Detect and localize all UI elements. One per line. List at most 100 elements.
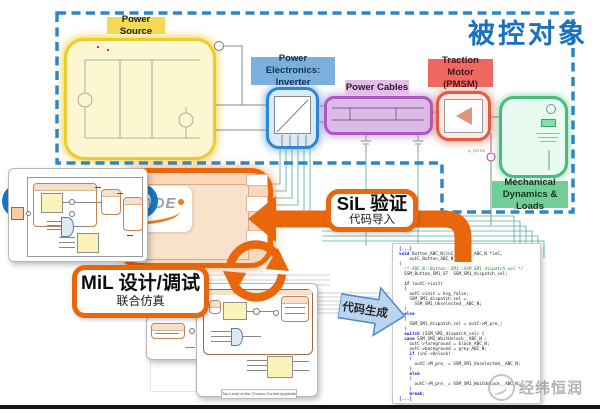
code-line: outC->background = grey_ABC_N; [399,347,487,352]
current-meter-icon [214,41,224,51]
signal-wire [247,311,253,312]
right-block-arrow-icon [336,286,406,337]
code-line: case SSM_SM1_WaitUnlock__ABC_N : [404,337,487,342]
green-box-text-line [540,141,556,142]
signal-wire [47,229,61,230]
signal-wire [247,360,267,361]
signal-wire [59,237,75,238]
stateflow-state [123,197,143,231]
annotation-mark [127,235,133,236]
inverter-label: Power Electronics:Inverter [251,53,335,88]
signal-wire [293,361,309,362]
code-line: else [404,312,415,317]
subsystem-block [267,356,293,378]
codegen-arrow: 代码生成 [335,277,411,345]
code-line: SSM_SM1_Unselected__ABC_N; [399,302,482,307]
power-source-label: Power Source [107,14,165,37]
mil-title: MiL 设计/调试 [81,273,200,295]
or-gate-icon [231,328,243,346]
code-line: { [399,357,412,362]
signal-wire [59,247,75,248]
junction [189,328,195,334]
motor-triangle-icon [455,107,472,125]
signal-wire [59,242,75,243]
signal-wire [47,221,61,222]
code-line: else [409,372,420,377]
code-line: outC->M_pre_ = SSM_SM1_Unselected__ABC_N… [399,362,521,367]
subsystem-block [223,302,247,320]
green-box-text-line [536,133,560,134]
stateflow-state [151,323,185,339]
signal-wire [211,341,231,342]
code-line: [...] [399,247,412,252]
code-line: SSM_SM1_dispatch_sel = [399,297,467,302]
code-line: outC->foreground = black_ABC_N; [399,342,490,347]
plant-title: 被控对象 [468,19,588,49]
signal-wire [247,365,267,366]
code-line: /* ABC_N::Button::SM1::SSM_SM1_dispatch_… [399,267,524,272]
junction [69,211,75,217]
code-line: break; [409,392,425,397]
code-line: SSM_SM1_dispatch_sel = outC->M_pre_; [399,322,503,327]
junction [69,199,75,205]
junction [26,211,31,216]
code-import-pipe [276,210,472,262]
code-line: } [399,327,407,332]
controller-io-block [246,174,268,186]
mil-toplevel-panel: Top Level of the Chosen Control applicat… [196,283,318,399]
code-line: [...] [399,397,412,402]
inverter-symbol [274,96,311,134]
code-line: if (inC->Unlock) [409,352,451,357]
signal-wire [185,347,195,348]
rotation-sensor-icon [546,104,556,114]
code-line: { [399,377,412,382]
signal-wire [247,370,267,371]
junction [253,308,260,315]
code-line: { [399,317,407,322]
signal-wire [155,333,179,334]
signal-wire [63,202,69,203]
code-line: { [399,262,402,267]
sil-title: SiL 验证 [336,192,408,214]
signal-wire [260,311,274,312]
code-text: [...]void Button_ABC_N(inC_Button_ABC_N … [399,247,538,402]
scade-dot-icon [178,199,184,205]
signal-wire [211,336,231,337]
code-line: } [399,387,412,392]
annotation-mark [95,187,101,188]
code-line: void Button_ABC_N(inC_Button_ABC_N *inC, [399,252,503,257]
mil-submodel-panel [146,316,202,360]
code-line: } [399,367,412,372]
stateflow-state [281,296,309,322]
signal-wire [293,370,309,371]
signal-wire [211,331,231,332]
input-port-block [11,207,24,220]
iteration-cycle-icon [222,240,290,302]
traction-motor-label: Traction Motor(PMSM) [428,55,493,90]
power-source-block [64,38,216,160]
watermark: 经纬恒润 [488,372,600,402]
green-box-text-line [538,137,558,138]
power-cables-label: Power Cables [345,80,409,95]
signal-wire [74,226,86,227]
left-arrowhead-icon [248,196,276,242]
w-rotm-signal-label: w_ROTM [468,148,485,153]
signal-wire [75,202,101,203]
subsystem-block [77,233,99,253]
signal-wire [243,336,261,337]
sil-callout: SiL 验证 代码导入 [326,189,418,232]
footer-divider [0,405,600,409]
code-line: outC->M_pre_ = SSM_SM1_WaitUnlock__ABC_N… [399,382,521,387]
hirain-logo-icon [488,373,515,401]
mil-model-panel [8,168,148,262]
code-line: SSM_Button_SM1_ST SSM_SM1_dispatch_sel; [399,272,508,277]
motor-symbol [444,99,483,133]
watermark-text: 经纬恒润 [519,379,584,397]
stateflow-state [101,189,121,215]
code-line: { [399,287,407,292]
signal-wire [47,225,61,226]
scope-block [541,119,556,127]
